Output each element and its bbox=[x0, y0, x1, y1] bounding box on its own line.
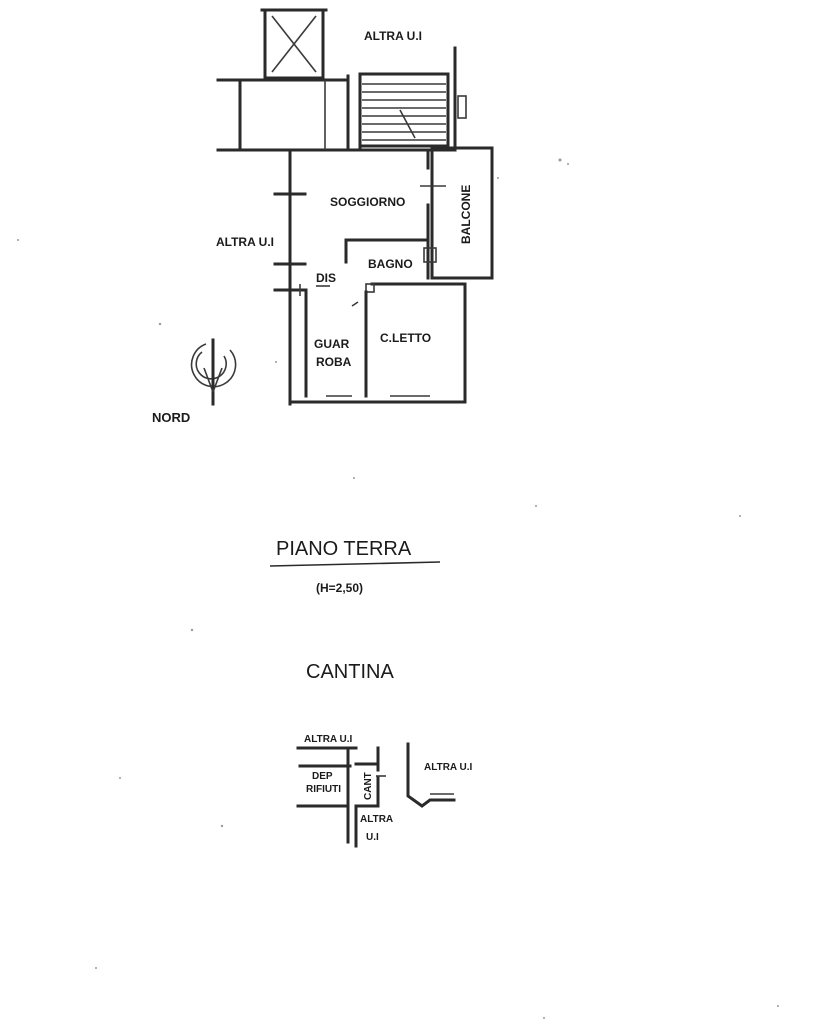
staircase bbox=[358, 46, 467, 150]
cellar-label-altra-ui-right: ALTRA U.I bbox=[424, 762, 473, 773]
label-dis: DIS bbox=[316, 271, 336, 285]
cellar-label-rifiuti: RIFIUTI bbox=[306, 784, 341, 795]
label-camera-letto: C.LETTO bbox=[380, 331, 431, 345]
landing-walls bbox=[216, 72, 457, 152]
title-piano-terra: PIANO TERRA bbox=[276, 538, 412, 560]
label-altra-ui-top: ALTRA U.I bbox=[364, 29, 422, 43]
bedroom-walls bbox=[299, 284, 368, 398]
cellar-label-dep: DEP bbox=[312, 771, 333, 782]
cellar-label-ui: U.I bbox=[366, 832, 379, 843]
title-cantina: CANTINA bbox=[306, 661, 394, 683]
label-balcone: BALCONE bbox=[459, 185, 473, 244]
scan-noise bbox=[17, 158, 779, 1019]
balcony bbox=[420, 146, 494, 280]
apartment-walls bbox=[273, 148, 467, 406]
north-arrow-icon bbox=[190, 338, 237, 406]
title-underline bbox=[269, 561, 441, 567]
label-soggiorno: SOGGIORNO bbox=[330, 195, 405, 209]
cellar-plan: ALTRA U.I ALTRA U.I DEP RIFIUTI CANT ALT… bbox=[296, 734, 473, 848]
ground-floor-plan: ALTRA U.I ALTRA U.I SOGGIORNO BALCONE BA… bbox=[152, 8, 494, 425]
cellar-label-altra: ALTRA bbox=[360, 814, 393, 825]
bathroom-walls bbox=[344, 238, 467, 293]
label-height: (H=2,50) bbox=[316, 581, 363, 595]
elevator-shaft bbox=[260, 8, 328, 80]
cellar-label-cant: CANT bbox=[363, 772, 374, 800]
cellar-label-altra-ui-top: ALTRA U.I bbox=[304, 734, 353, 745]
label-bagno: BAGNO bbox=[368, 257, 413, 271]
label-guardaroba-line1: GUAR bbox=[314, 337, 350, 351]
label-guardaroba-line2: ROBA bbox=[316, 355, 352, 369]
label-altra-ui-left: ALTRA U.I bbox=[216, 235, 274, 249]
label-nord: NORD bbox=[152, 410, 190, 425]
